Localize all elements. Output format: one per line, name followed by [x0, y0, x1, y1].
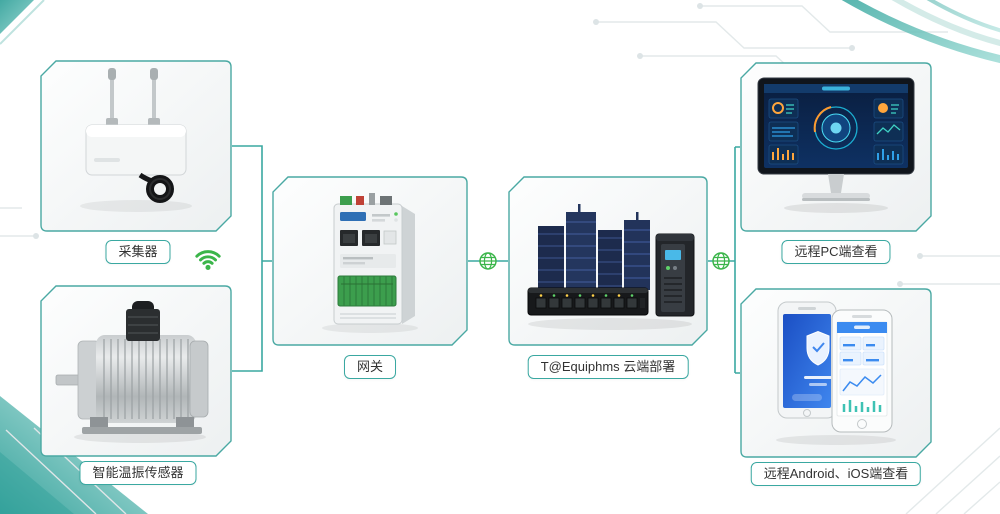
- terminal-block: [337, 275, 397, 307]
- gateway-device: [333, 193, 415, 325]
- top-connectors: [340, 193, 392, 205]
- motor-illustration: [55, 301, 209, 443]
- antennas: [106, 68, 160, 127]
- phone-left: [777, 301, 837, 419]
- pc-monitor-illustration: [757, 77, 915, 213]
- collector-illustration: [80, 68, 192, 212]
- junction-box: [126, 301, 160, 341]
- pc-label: 远程PC端查看: [781, 240, 891, 265]
- network-globe-icon: [712, 252, 730, 270]
- wifi-icon: [195, 250, 221, 270]
- node-mobile: [740, 288, 932, 458]
- collector-body: [85, 124, 187, 176]
- gateway-illustration: [322, 193, 418, 333]
- cloud-label: T@Equiphms 云端部署: [527, 355, 689, 380]
- cable-coil: [138, 172, 174, 203]
- network-globe-icon: [479, 252, 497, 270]
- ethernet-ports: [340, 230, 380, 246]
- monitor: [757, 77, 915, 175]
- edge-collector-sensor-gateway: [232, 145, 272, 372]
- node-cloud: [508, 176, 708, 346]
- motor-base: [82, 417, 202, 434]
- cloud-servers-illustration: [527, 204, 695, 330]
- node-collector: [40, 60, 232, 232]
- phones-illustration: [776, 301, 896, 445]
- mobile-label: 远程Android、iOS端查看: [750, 462, 922, 487]
- phone-right: [831, 309, 893, 433]
- sensor-label: 智能温振传感器: [79, 461, 197, 486]
- node-pc: [740, 62, 932, 232]
- node-gateway: [272, 176, 468, 346]
- network-switch: [527, 287, 649, 316]
- node-sensor: [40, 285, 232, 457]
- ups-tower: [655, 233, 695, 317]
- gateway-label: 网关: [343, 355, 397, 380]
- collector-label: 采集器: [105, 240, 171, 265]
- server-towers: [538, 204, 650, 290]
- monitor-stand: [802, 174, 870, 201]
- motor-body: [55, 335, 209, 423]
